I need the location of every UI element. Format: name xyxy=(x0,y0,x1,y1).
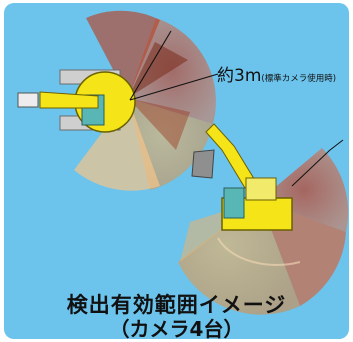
range-annotation: 約3m(標準カメラ使用時) xyxy=(217,61,336,86)
range-value: 約3m xyxy=(217,66,262,86)
caption-subtitle: （カメラ4台） xyxy=(109,317,244,341)
excavator-2 xyxy=(191,123,293,231)
range-indicator-lines xyxy=(129,30,344,187)
excavator-1 xyxy=(17,69,136,133)
caption-title: 検出有効範囲イメージ xyxy=(66,293,287,317)
excavator-1-detection-zones xyxy=(74,10,216,191)
range-note: (標準カメラ使用時) xyxy=(261,74,337,84)
